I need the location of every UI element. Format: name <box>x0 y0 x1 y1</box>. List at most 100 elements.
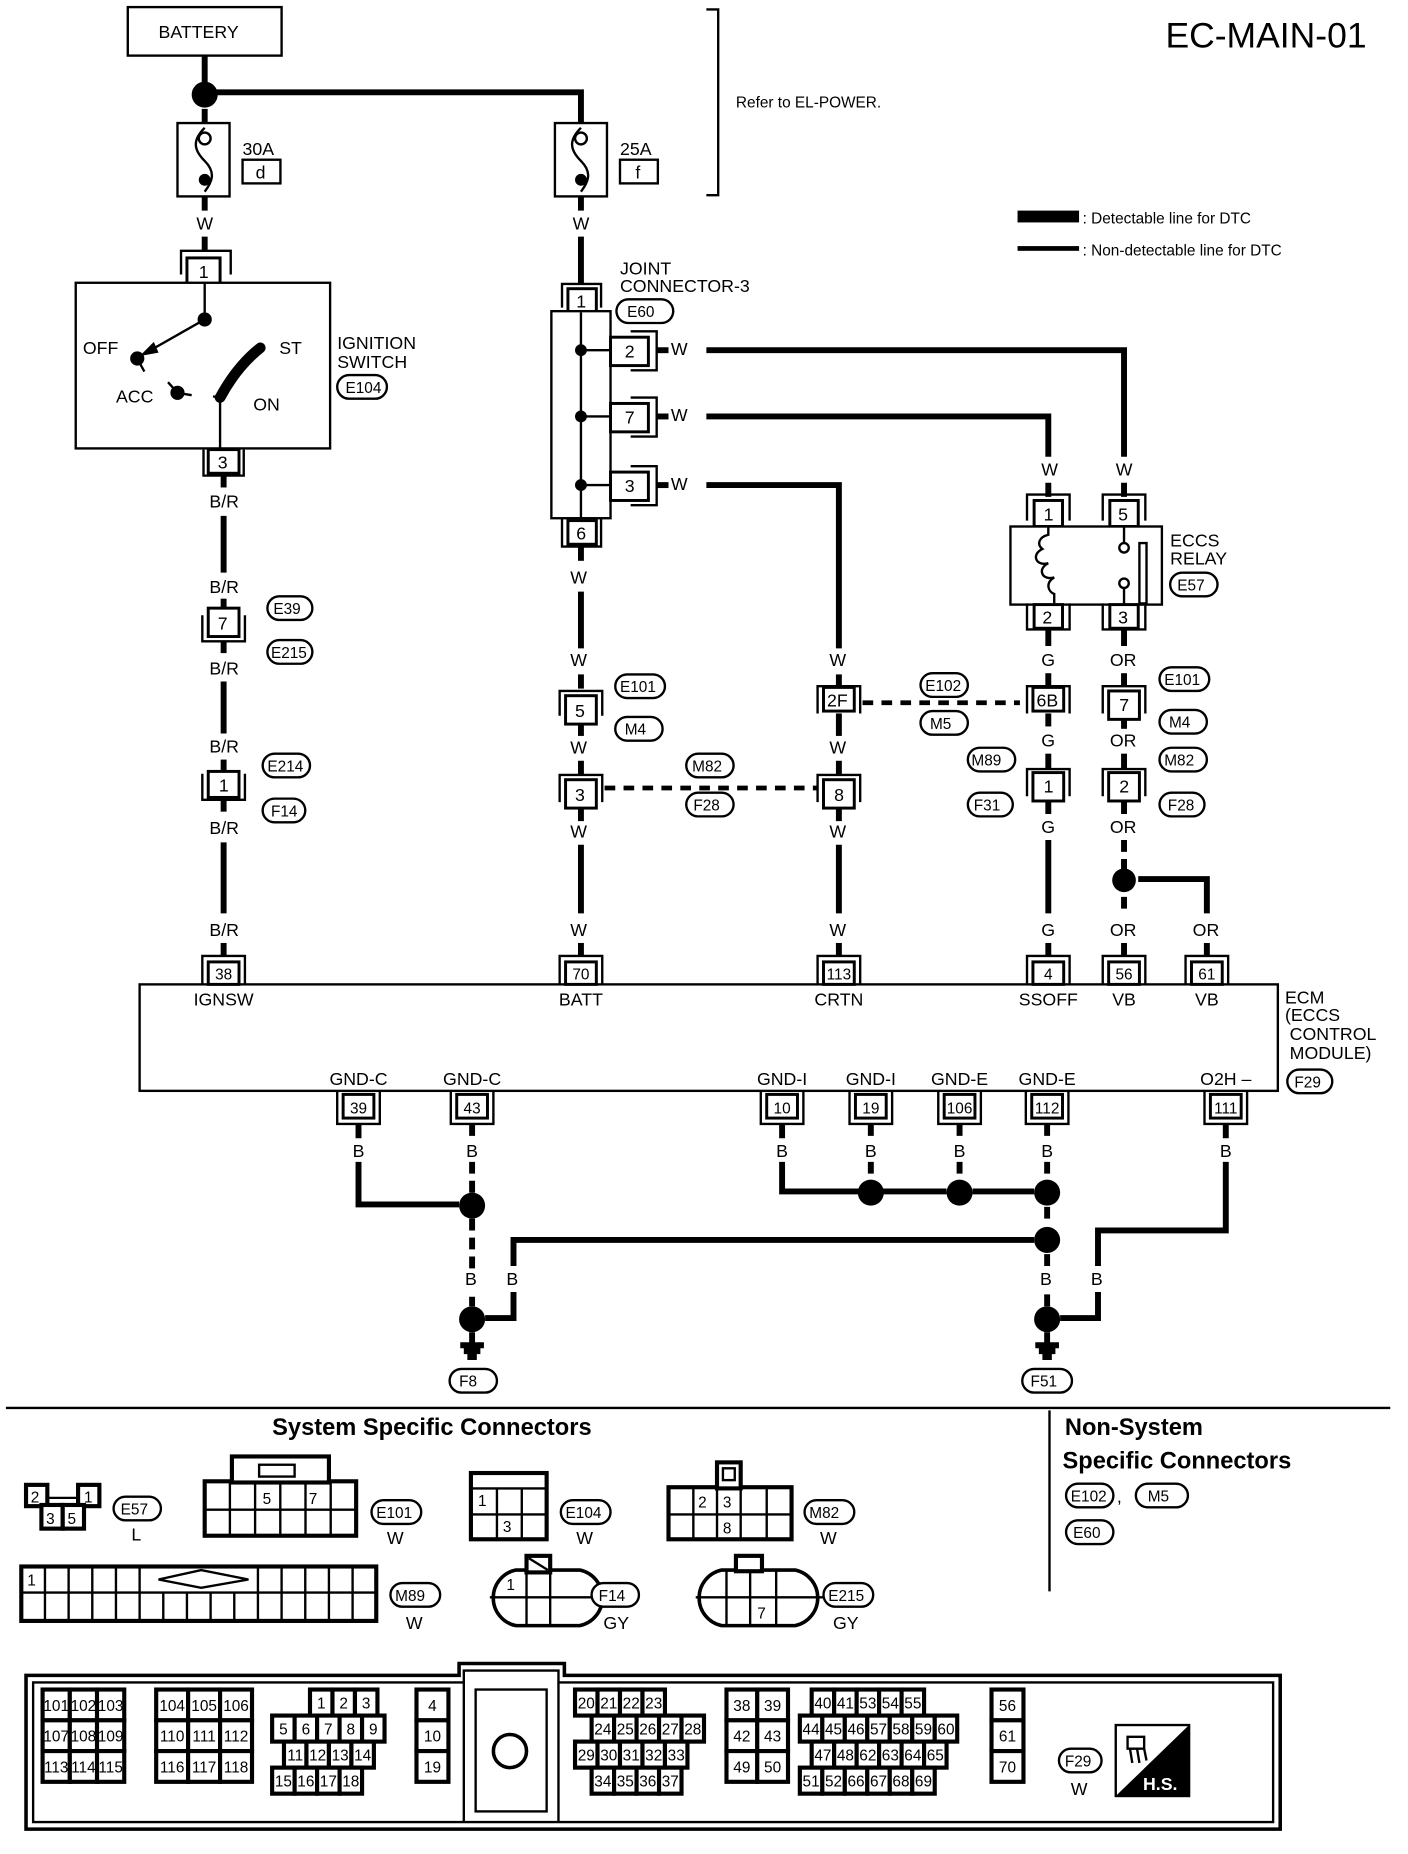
refer-bracket <box>706 8 720 197</box>
svg-text:105: 105 <box>191 1698 217 1715</box>
wire-color: G <box>1041 817 1055 837</box>
ecm-face-pin: 14 <box>349 1739 376 1770</box>
ecm-name-1: ECM <box>1285 987 1324 1007</box>
svg-text:2F: 2F <box>827 690 848 710</box>
svg-text:3: 3 <box>625 476 635 496</box>
svg-text:E215: E215 <box>828 1588 864 1605</box>
svg-text:M4: M4 <box>625 722 647 739</box>
pin-label: 19 <box>862 1100 879 1117</box>
ecm-face-pin: 20 <box>572 1687 600 1718</box>
connector-id: E102 <box>925 678 961 695</box>
system-connectors-heading: System Specific Connectors <box>272 1415 591 1441</box>
svg-text:38: 38 <box>733 1698 750 1715</box>
ecm-face-pin: 104 <box>154 1687 191 1723</box>
ignition-switch-name-2: SWITCH <box>337 352 407 372</box>
svg-text:W: W <box>820 1528 837 1548</box>
ecm-face-pin: 49 <box>724 1748 760 1784</box>
svg-text:21: 21 <box>600 1695 617 1712</box>
svg-text:20: 20 <box>578 1695 595 1712</box>
ecm-face-pin: 58 <box>887 1713 915 1744</box>
svg-text:18: 18 <box>342 1774 359 1791</box>
ecm-face-pin: 51 <box>797 1765 825 1796</box>
signal-label: O2H – <box>1200 1069 1251 1089</box>
wire-color: W <box>829 738 846 758</box>
ecm-face-pin: 68 <box>887 1765 915 1796</box>
wire-color: B <box>465 1269 477 1289</box>
wire-color: W <box>1041 460 1058 480</box>
svg-text:107: 107 <box>43 1729 69 1746</box>
ecm-face-pin: 41 <box>832 1687 859 1718</box>
svg-text:F31: F31 <box>974 797 1001 814</box>
connector-color-f29: W <box>1071 1779 1088 1799</box>
svg-text:112: 112 <box>224 1729 249 1746</box>
ecm-face-pin: 26 <box>634 1713 662 1744</box>
ecm-face-pin: 16 <box>292 1765 320 1796</box>
ecm-face-pin: 27 <box>656 1713 684 1744</box>
hs-label: H.S. <box>1143 1774 1178 1794</box>
ecm-face-pin: 64 <box>899 1739 927 1770</box>
wire-color: B <box>776 1141 788 1161</box>
svg-text:28: 28 <box>684 1722 701 1739</box>
connector-id-f29: F29 <box>1065 1753 1092 1770</box>
ecm-face-pin: 48 <box>832 1739 859 1770</box>
ecm-face-pin: 36 <box>634 1765 662 1796</box>
legend-thick-line <box>1017 210 1080 223</box>
ecm-face-pin: 21 <box>595 1687 623 1718</box>
svg-text:2: 2 <box>698 1494 707 1511</box>
ecm-face-pin: 38 <box>724 1687 760 1723</box>
svg-text:53: 53 <box>859 1695 876 1712</box>
svg-text:58: 58 <box>892 1722 909 1739</box>
switch-pos-acc: ACC <box>116 386 154 406</box>
svg-text:6: 6 <box>576 524 586 544</box>
wire-color: W <box>829 650 846 670</box>
wire-color: W <box>1116 460 1133 480</box>
svg-text:E101: E101 <box>1164 672 1200 689</box>
wire-color: B/R <box>209 736 239 756</box>
svg-text:E57: E57 <box>1177 577 1204 594</box>
wire-color: W <box>570 920 587 940</box>
joint-connector-name-1: JOINT <box>620 258 671 278</box>
svg-text:27: 27 <box>662 1722 679 1739</box>
svg-text:M89: M89 <box>395 1588 425 1605</box>
ecm-face-pin: 2 <box>330 1687 358 1718</box>
ecm-face-pin: 45 <box>820 1713 847 1744</box>
svg-text:29: 29 <box>578 1748 595 1765</box>
wire-color: G <box>1041 731 1055 751</box>
legend-label-detectable: : Detectable line for DTC <box>1083 211 1251 228</box>
svg-text:69: 69 <box>915 1774 932 1791</box>
fuse-25a-rating: 25A <box>620 139 652 159</box>
signal-label: GND-E <box>931 1069 988 1089</box>
svg-text:1: 1 <box>576 292 586 312</box>
eccs-relay-name-1: ECCS <box>1170 531 1219 551</box>
svg-text:1: 1 <box>317 1695 326 1712</box>
refer-note: Refer to EL-POWER. <box>736 95 881 112</box>
joint-connector-name-2: CONNECTOR-3 <box>620 276 750 296</box>
ecm-face-pin: 31 <box>617 1739 645 1770</box>
svg-text:2: 2 <box>625 341 635 361</box>
svg-text:3: 3 <box>723 1494 732 1511</box>
non-system-heading-1: Non-System <box>1065 1415 1203 1441</box>
svg-text:52: 52 <box>825 1774 842 1791</box>
ecm-face-pin: 67 <box>865 1765 892 1796</box>
svg-text:E57: E57 <box>121 1501 148 1518</box>
inline-connector-m82-f28-a: 3 <box>558 773 604 810</box>
svg-text:22: 22 <box>623 1695 640 1712</box>
wire-color: W <box>570 567 587 587</box>
svg-text:35: 35 <box>617 1774 634 1791</box>
svg-text:W: W <box>406 1613 423 1633</box>
svg-text:66: 66 <box>847 1774 864 1791</box>
wire-color: B <box>1220 1141 1232 1161</box>
svg-text:E104: E104 <box>566 1505 602 1522</box>
wire-color: B <box>353 1141 365 1161</box>
ecm-face-pin: 47 <box>809 1739 837 1770</box>
wire-color: W <box>671 405 688 425</box>
ecm-face-pin: 33 <box>662 1739 690 1770</box>
svg-text:44: 44 <box>803 1722 821 1739</box>
svg-text:M4: M4 <box>1169 715 1191 732</box>
ecm-face-pin: 4 <box>414 1687 451 1723</box>
